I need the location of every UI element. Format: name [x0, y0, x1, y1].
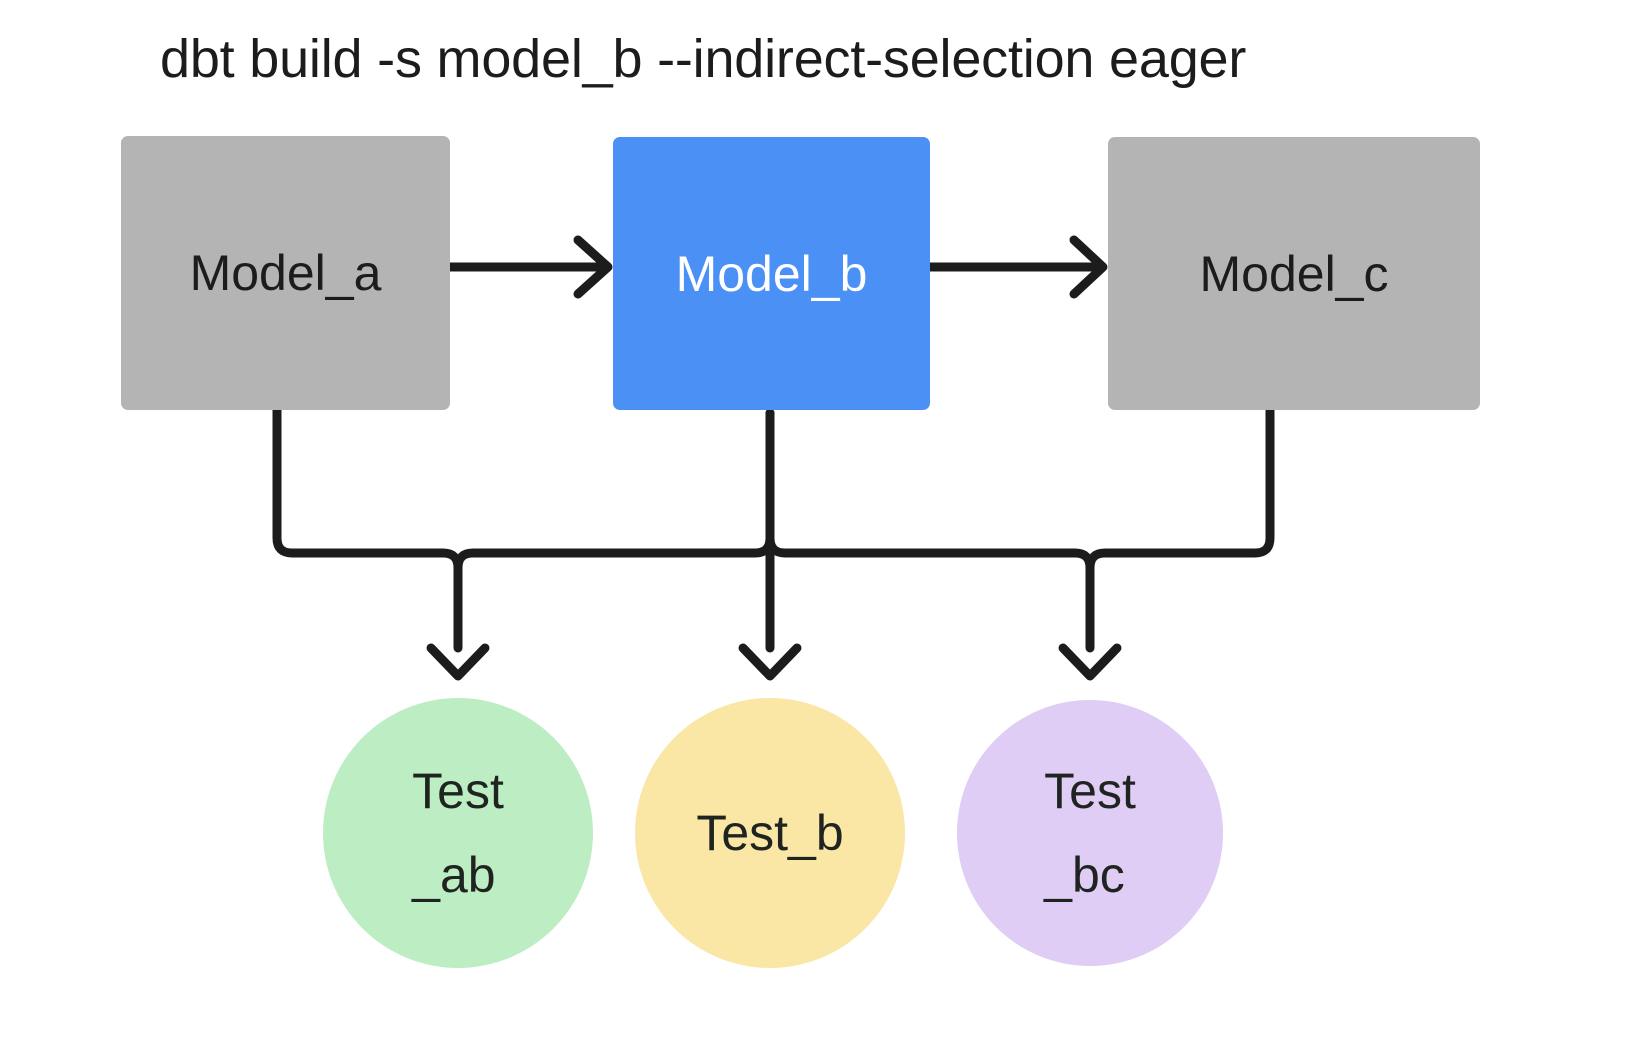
node-test-bc-label-line2: _bc: [1044, 847, 1125, 903]
arrowhead-test-bc: [1058, 643, 1122, 681]
node-test-ab[interactable]: Test _ab: [323, 698, 593, 968]
node-test-bc-label-line1: Test: [1044, 763, 1136, 819]
edge-model-b-to-model-c: [923, 235, 1108, 299]
edge-model-a-to-test-ab: [272, 405, 463, 653]
node-model-b-label: Model_b: [675, 245, 868, 302]
node-test-ab-label-line2: _ab: [412, 847, 496, 903]
arrowhead-test-b: [738, 643, 802, 681]
node-model-c[interactable]: Model_c: [1108, 137, 1480, 410]
node-test-bc[interactable]: Test _bc: [957, 700, 1223, 966]
edge-model-a-to-model-b: [427, 235, 613, 299]
edge-model-b-to-test-bc: [765, 533, 1095, 653]
page-title: dbt build -s model_b --indirect-selectio…: [160, 29, 1247, 89]
edge-model-b-to-test-ab: [453, 408, 775, 573]
node-model-a[interactable]: Model_a: [121, 136, 450, 410]
node-test-b-label-line1: Test_b: [696, 805, 844, 861]
node-test-ab-label-line1: Test: [412, 763, 504, 819]
node-test-b[interactable]: Test_b: [635, 698, 905, 968]
node-model-b[interactable]: Model_b: [613, 137, 930, 410]
edge-model-c-to-test-bc: [1085, 405, 1275, 573]
node-model-c-label: Model_c: [1199, 245, 1389, 302]
arrowhead-test-ab: [426, 643, 490, 681]
node-model-a-label: Model_a: [189, 245, 382, 301]
